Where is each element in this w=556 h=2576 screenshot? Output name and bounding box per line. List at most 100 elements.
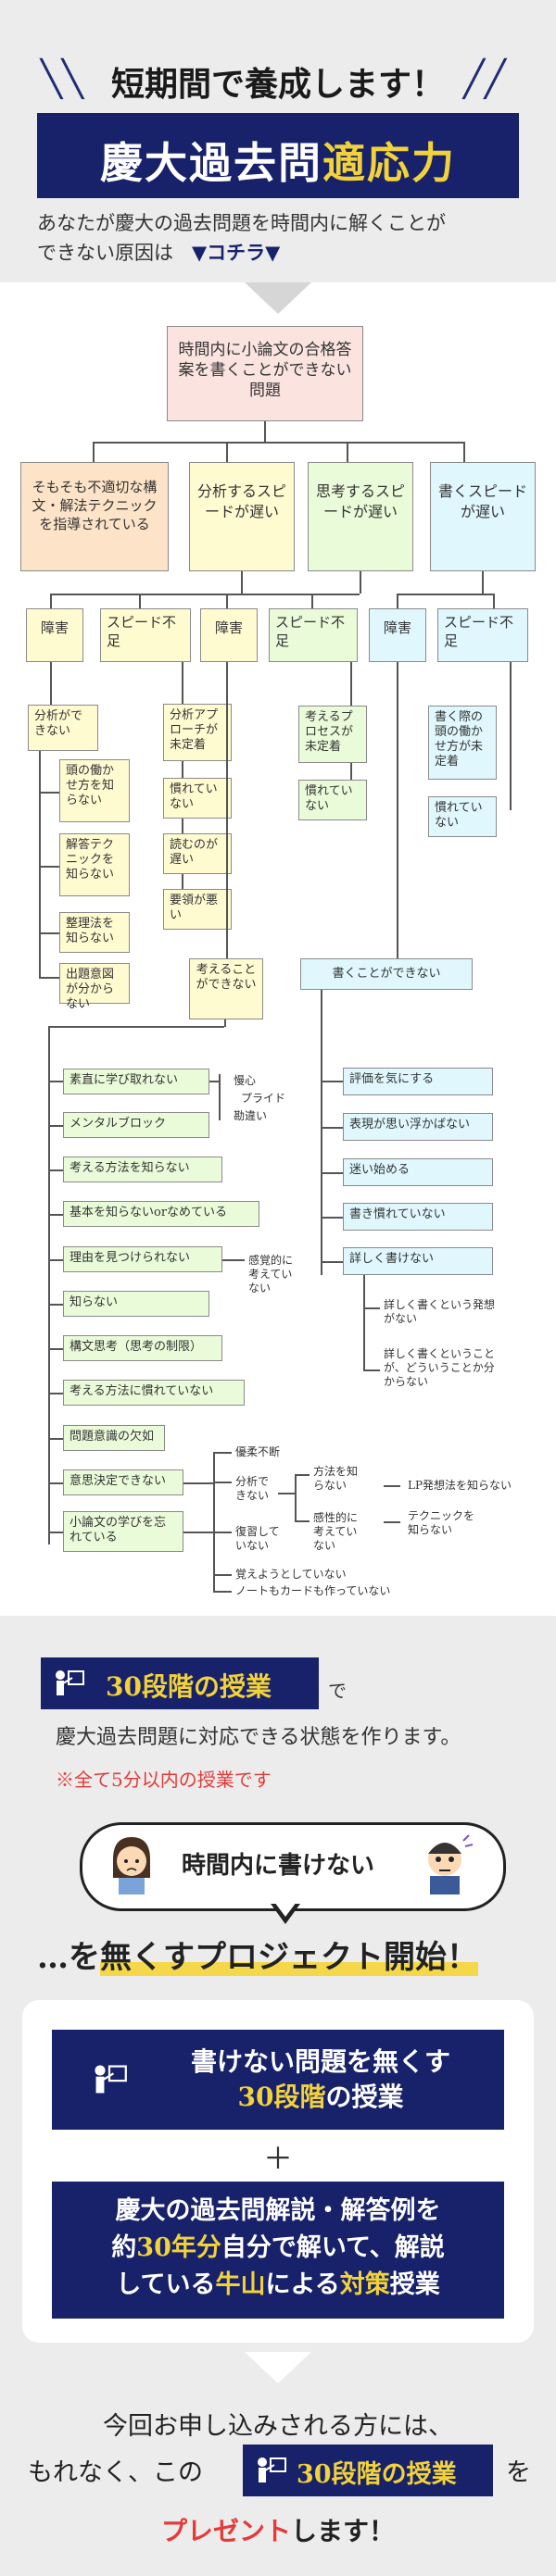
connector — [363, 1275, 365, 1369]
connector — [264, 421, 266, 442]
note-pride: プライド — [241, 1092, 286, 1105]
speed3-child: 書く際の頭の働かせ方が未定着 — [428, 706, 497, 780]
write-cannot: 書くことができない — [300, 958, 473, 990]
level2-speed-1: スピード不足 — [100, 608, 191, 662]
connector — [397, 662, 398, 958]
note-memory: 覚えようとしていない — [235, 1568, 347, 1581]
analysis-child: 出題意図が分からない — [59, 963, 130, 1011]
offer-card-course: 書けない問題を無くす 30段階の授業 — [52, 2030, 504, 2130]
card2-text: による — [265, 2270, 340, 2299]
closing-red: プレゼント — [160, 2516, 291, 2546]
analysis-child: 頭の働かせ方を知らない — [59, 759, 130, 822]
note-review: 復習していない — [235, 1525, 280, 1552]
connector — [50, 594, 52, 608]
card2-text: 自分で解いて、解説 — [221, 2233, 445, 2262]
connector — [183, 1482, 213, 1484]
connector — [213, 1482, 232, 1483]
project-prefix: …を — [37, 1939, 100, 1976]
think-cannot: 考えることができない — [189, 958, 263, 1019]
intro-text: あなたが慶大の過去問題を時間内に解くことが できない原因は ▼コチラ▼ — [37, 209, 519, 268]
speed1-child: 分析アプローチが未定着 — [163, 704, 232, 761]
think-child: メンタルブロック — [63, 1112, 209, 1138]
banner-title: 慶大過去問適応力 — [37, 130, 519, 191]
card2-line2: 約30年分自分で解いて、解説 — [52, 2230, 504, 2267]
intro-line2: できない原因は ▼コチラ▼ — [37, 238, 519, 268]
note-analysis: 分析できない — [235, 1475, 270, 1502]
connector — [50, 662, 52, 705]
write-child: 書き慣れていない — [343, 1203, 493, 1231]
connector — [226, 594, 360, 595]
student-worried-icon — [104, 1832, 159, 1896]
connector — [222, 1259, 245, 1261]
analysis-cannot: 分析ができない — [28, 705, 98, 751]
speed3-child: 慣れていない — [428, 796, 497, 837]
write-child: 表現が思い浮かばない — [343, 1113, 493, 1141]
connector — [510, 662, 512, 810]
connector — [363, 1369, 380, 1371]
cause-improper-method: そもそも不適切な構文・解法テクニックを指導されている — [20, 462, 169, 571]
think-child: 理由を見つけられない — [63, 1246, 222, 1272]
title-banner: 慶大過去問適応力 — [37, 113, 519, 198]
level2-speed-2: スピード不足 — [269, 608, 358, 662]
speed1-child: 読むのが遅い — [163, 833, 232, 874]
connector — [241, 571, 243, 594]
connector — [48, 1482, 63, 1484]
card1-highlight: 30段階 — [237, 2082, 326, 2112]
speed1-child: 要領が悪い — [163, 889, 232, 930]
connector — [321, 1081, 343, 1082]
connector — [39, 932, 59, 934]
closing-suffix: を — [506, 2458, 531, 2487]
connector — [347, 442, 348, 462]
intro-link[interactable]: ▼コチラ▼ — [192, 241, 281, 264]
closing-badge-label: 30段階の授業 — [297, 2460, 457, 2489]
note-detail: 詳しく書くということが、どういうことか分からない — [384, 1347, 496, 1388]
down-arrow-icon — [245, 2352, 311, 2383]
speed1-child: 慣れていない — [163, 778, 232, 819]
note-lp: LP発想法を知らない — [408, 1479, 512, 1492]
card2-highlight: 牛山 — [215, 2270, 266, 2299]
connector — [213, 1574, 232, 1576]
think-child: 知らない — [63, 1291, 209, 1317]
connector — [384, 1521, 400, 1523]
note-tech: テクニックを知らない — [408, 1509, 475, 1536]
tree-root: 時間内に小論文の合格答案を書くことができない問題 — [167, 326, 363, 421]
card1-line2: 30段階の授業 — [154, 2080, 487, 2115]
student-stressed-icon — [415, 1832, 474, 1896]
connector — [213, 1591, 232, 1593]
analysis-child: 整理法を知らない — [59, 912, 130, 953]
think-child: 小論文の学びを忘れている — [63, 1511, 183, 1552]
think-child: 問題意識の欠如 — [63, 1425, 165, 1451]
cause-slow-analysis: 分析するスピードが遅い — [189, 462, 295, 571]
closing-end: します！ — [291, 2516, 396, 2546]
note-pride: 慢心 — [234, 1074, 257, 1087]
connector — [226, 442, 228, 462]
note-memory: ノートもカードも作っていない — [235, 1584, 391, 1597]
think-child: 基本を知らないorなめている — [63, 1201, 259, 1227]
connector — [311, 594, 313, 608]
connector — [463, 442, 465, 462]
connector — [48, 1393, 63, 1394]
connector — [360, 571, 361, 594]
note-lazy: 優柔不断 — [235, 1445, 281, 1458]
card2-line1: 慶大の過去問解説・解答例を — [115, 2196, 441, 2225]
banner-main: 慶大過去問 — [100, 138, 322, 188]
connector — [39, 977, 59, 979]
speed2-child: 考えるプロセスが未定着 — [298, 706, 367, 763]
connector — [209, 1081, 219, 1082]
project-highlight: 無くすプロジェクト開始！ — [100, 1939, 478, 1976]
think-child: 考える方法を知らない — [63, 1157, 222, 1182]
think-child: 素直に学び取れない — [63, 1069, 209, 1094]
badge-suffix: で — [328, 1680, 347, 1702]
offer-line2: 慶大過去問題に対応できる状態を作ります。 — [56, 1726, 461, 1749]
connector — [226, 594, 228, 608]
note-sense: 感覚的に考えていない — [248, 1254, 294, 1294]
connector — [226, 662, 228, 958]
card2-highlight: 対策 — [339, 2270, 390, 2299]
connector — [321, 990, 322, 1275]
connector — [48, 1169, 63, 1171]
think-child: 考える方法に慣れていない — [63, 1380, 245, 1406]
connector — [48, 1438, 63, 1440]
card2-text: 約 — [111, 2233, 137, 2262]
connector — [139, 594, 141, 608]
closing-line3: プレゼントします！ — [0, 2511, 556, 2548]
